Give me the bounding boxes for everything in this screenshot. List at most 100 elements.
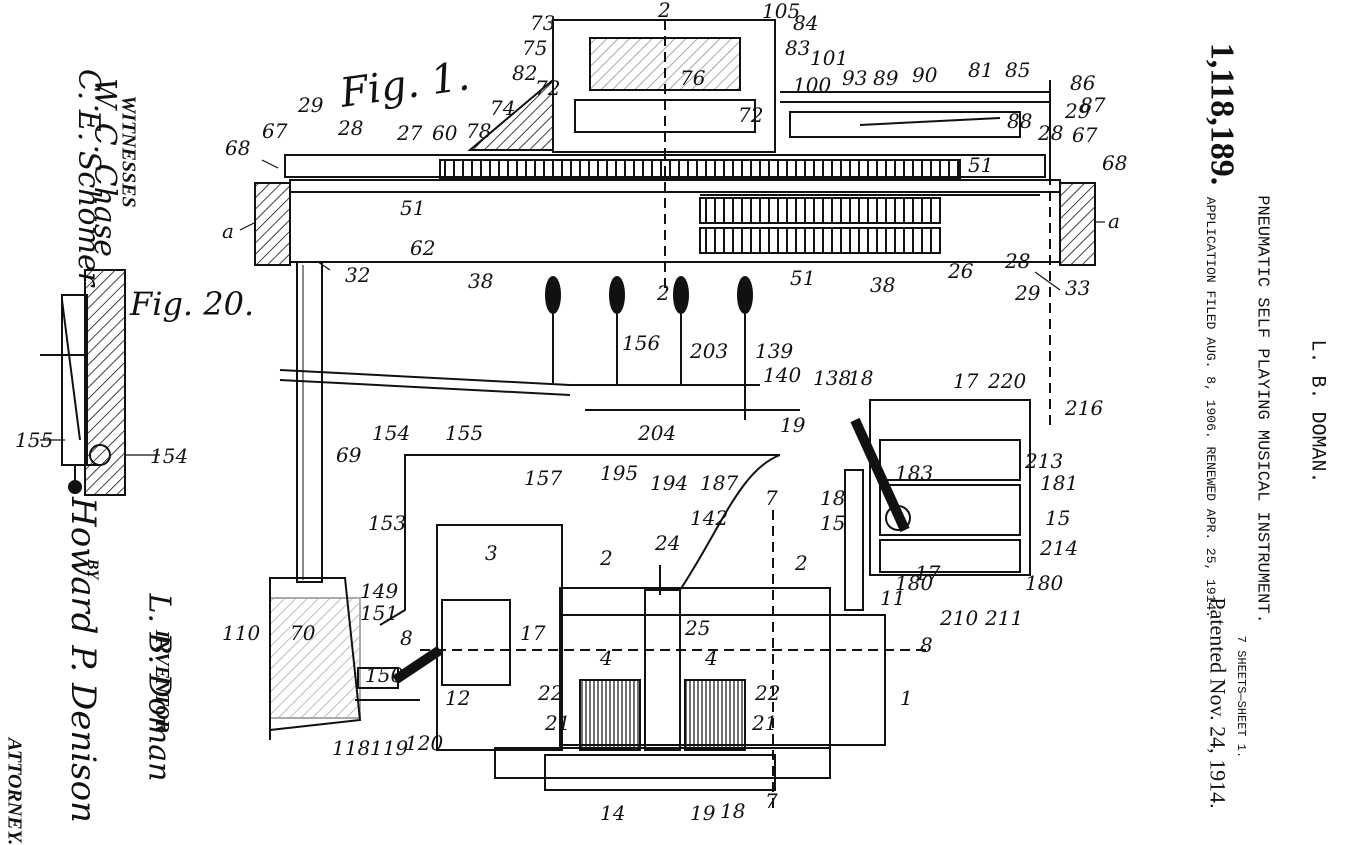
ref-numeral: 73 xyxy=(530,11,555,35)
ref-numeral: 180 xyxy=(1025,571,1063,595)
ref-numeral: 1 xyxy=(900,686,913,710)
patent-number: 1,118,189. xyxy=(1202,43,1240,186)
ref-numeral: 4 xyxy=(599,646,613,670)
ref-numeral: 18 xyxy=(720,799,745,823)
ref-numeral: 119 xyxy=(370,736,408,760)
ref-numeral: 78 xyxy=(466,119,491,143)
ref-numeral: 155 xyxy=(15,428,53,452)
ref-numeral: 15 xyxy=(1045,506,1070,530)
ref-numeral: 8 xyxy=(920,633,933,657)
ref-numeral: 72 xyxy=(535,76,560,100)
ref-numeral: 19 xyxy=(780,413,806,437)
ref-numeral: 118 xyxy=(332,736,370,760)
ref-numeral: 38 xyxy=(468,269,493,293)
ref-numeral: 29 xyxy=(1014,281,1041,305)
ref-numeral: 2 xyxy=(599,546,613,570)
patentee-name: L. B. DOMAN. xyxy=(1306,339,1329,483)
ref-numeral: 26 xyxy=(947,259,974,283)
ref-numeral: 38 xyxy=(870,273,895,297)
ref-numeral: 120 xyxy=(405,731,443,755)
tubing xyxy=(380,410,800,625)
ref-numeral: 138 xyxy=(813,366,851,390)
control-levers xyxy=(280,277,760,420)
ref-numeral: 27 xyxy=(396,121,423,145)
music-roll-box xyxy=(470,20,775,152)
ref-numeral: 18 xyxy=(820,486,845,510)
ref-numeral: 68 xyxy=(1102,151,1127,175)
ref-numeral: 28 xyxy=(337,116,363,140)
ref-numeral: 220 xyxy=(987,369,1026,393)
ref-numeral: 183 xyxy=(895,461,933,485)
ref-numeral: 142 xyxy=(690,506,728,530)
ref-numeral: 21 xyxy=(544,711,570,735)
patent-drawing-sheet: 2 73 75 82 72 74 76 72 105 84 83 101 100… xyxy=(0,0,1352,827)
ref-numeral: 11 xyxy=(880,586,905,610)
ref-numeral: 213 xyxy=(1024,449,1063,473)
ref-numeral: 216 xyxy=(1064,396,1103,420)
ref-numeral: 17 xyxy=(953,369,979,393)
ref-numeral: 154 xyxy=(372,421,410,445)
ref-numeral: 51 xyxy=(968,153,993,177)
ref-numeral: 15 xyxy=(820,511,845,535)
ref-numeral: 7 xyxy=(765,486,778,510)
ref-numeral: 90 xyxy=(912,63,938,87)
ref-numeral: 28 xyxy=(1037,121,1063,145)
ref-numeral: 88 xyxy=(1007,109,1032,133)
ref-numeral: 19 xyxy=(690,801,716,825)
ref-numeral: a xyxy=(1108,209,1120,233)
ref-numeral: 67 xyxy=(1072,123,1098,147)
reference-callouts: 2 73 75 82 72 74 76 72 105 84 83 101 100… xyxy=(15,0,1127,825)
ref-numeral: 156 xyxy=(622,331,660,355)
ref-numeral: 203 xyxy=(689,339,728,363)
ref-numeral: 93 xyxy=(842,66,867,90)
ref-numeral: 214 xyxy=(1039,536,1078,560)
ref-numeral: 157 xyxy=(524,466,562,490)
ref-numeral: 18 xyxy=(848,366,873,390)
ref-numeral: 2 xyxy=(657,0,671,22)
ref-numeral: 28 xyxy=(1004,249,1030,273)
mechanism-drawing: 2 73 75 82 72 74 76 72 105 84 83 101 100… xyxy=(0,0,1352,827)
ref-numeral: 60 xyxy=(432,121,458,145)
ref-numeral: 87 xyxy=(1080,93,1106,117)
ref-numeral: 33 xyxy=(1065,276,1090,300)
ref-numeral: 29 xyxy=(297,93,324,117)
ref-numeral: 150 xyxy=(365,663,403,687)
ref-numeral: 67 xyxy=(262,119,288,143)
ref-numeral: 75 xyxy=(522,36,547,60)
figure-label-fig20: Fig. 20. xyxy=(130,285,254,323)
ref-numeral: 69 xyxy=(336,443,362,467)
ref-numeral: 22 xyxy=(537,681,563,705)
ref-numeral: 7 xyxy=(765,789,778,813)
sheet-number: 7 SHEETS—SHEET 1. xyxy=(1234,636,1248,758)
ref-numeral: 195 xyxy=(600,461,638,485)
ref-numeral: 110 xyxy=(222,621,260,645)
attorney-label: ATTORNEY. xyxy=(2,738,25,845)
ref-numeral: 187 xyxy=(700,471,738,495)
ref-numeral: 17 xyxy=(915,561,941,585)
ref-numeral: 70 xyxy=(290,621,316,645)
patented-date: Patented Nov. 24, 1914. xyxy=(1205,597,1231,808)
ref-numeral: 155 xyxy=(445,421,483,445)
ref-numeral: 194 xyxy=(650,471,688,495)
ref-numeral: 51 xyxy=(400,196,425,220)
ref-numeral: 181 xyxy=(1040,471,1078,495)
ref-numeral: 8 xyxy=(400,626,413,650)
witness-signature-2: C. E. Schomer xyxy=(71,69,106,286)
ref-numeral: 153 xyxy=(368,511,406,535)
ref-numeral: 2 xyxy=(794,551,808,575)
ref-numeral: 21 xyxy=(751,711,777,735)
fig20-detail xyxy=(40,270,125,495)
ref-numeral: 85 xyxy=(1005,58,1030,82)
ref-numeral: 100 xyxy=(793,73,831,97)
ref-numeral: 151 xyxy=(360,601,398,625)
ref-numeral: 154 xyxy=(150,444,188,468)
ref-numeral: a xyxy=(222,219,234,243)
ref-numeral: 17 xyxy=(520,621,546,645)
ref-numeral: 140 xyxy=(763,363,801,387)
ref-numeral: 12 xyxy=(445,686,470,710)
ref-numeral: 210 xyxy=(939,606,978,630)
invention-title: PNEUMATIC SELF PLAYING MUSICAL INSTRUMEN… xyxy=(1253,195,1272,623)
ref-numeral: 2 xyxy=(656,281,670,305)
ref-numeral: 62 xyxy=(410,236,435,260)
ref-numeral: 72 xyxy=(738,103,763,127)
